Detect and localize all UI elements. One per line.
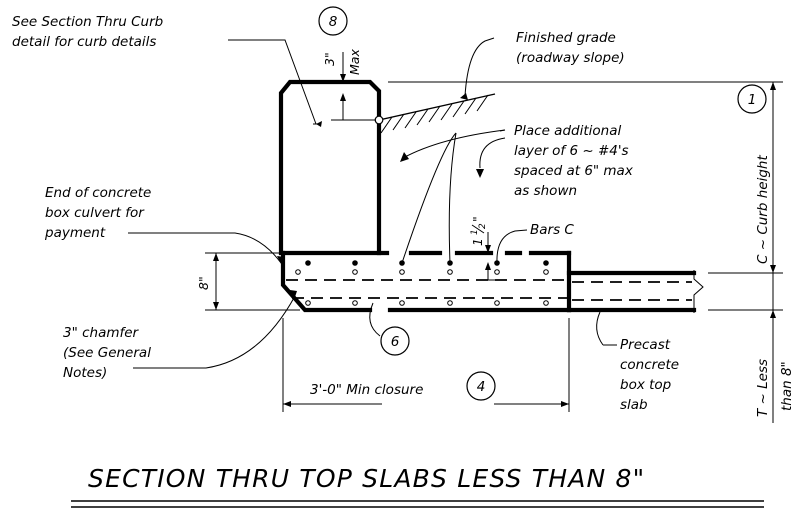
- note-chamfer: 3" chamfer (See General Notes): [63, 325, 151, 381]
- note-finished-grade-line2: (roadway slope): [516, 50, 625, 66]
- callout-8: 8: [318, 6, 348, 36]
- note-precast-line3: box top: [620, 377, 671, 393]
- drawing-title: SECTION THRU TOP SLABS LESS THAN 8": [88, 464, 645, 493]
- note-additional-layer-line3: spaced at 6" max: [514, 163, 634, 179]
- dim-t-less-line1: T ~ Less: [755, 359, 771, 417]
- dim-3in-label: Max: [347, 49, 362, 75]
- curb-outline: [278, 79, 382, 256]
- note-end-of-culvert-line1: End of concrete: [45, 185, 151, 201]
- note-end-of-culvert: End of concrete box culvert for payment: [44, 185, 151, 241]
- dim-1half: [478, 232, 498, 281]
- dim-1half-whole: 1: [470, 238, 485, 246]
- note-precast-line4: slab: [620, 397, 648, 413]
- note-precast-line1: Precast: [620, 337, 671, 353]
- note-precast-line2: concrete: [620, 357, 679, 373]
- note-finished-grade-line1: Finished grade: [516, 30, 616, 46]
- note-chamfer-line1: 3" chamfer: [63, 325, 140, 341]
- callout-4-label: 4: [477, 379, 486, 395]
- dim-8in: [205, 252, 300, 311]
- dashed-reinforcement-lines: [286, 279, 692, 301]
- dim-1half-den: 2: [478, 223, 488, 229]
- callout-4: 4: [466, 371, 496, 401]
- rebar-dots: [305, 260, 549, 266]
- note-end-of-culvert-line2: box culvert for: [45, 205, 145, 221]
- note-precast: Precast concrete box top slab: [620, 337, 679, 413]
- note-curb-detail-line1: See Section Thru Curb: [12, 14, 163, 30]
- cast-slab-outline: [280, 250, 572, 313]
- note-curb-detail-line2: detail for curb details: [12, 34, 156, 50]
- dim-1half-inch: ": [470, 216, 485, 222]
- dim-t-less-line2: than 8": [779, 361, 795, 411]
- note-additional-layer-line1: Place additional: [514, 123, 621, 139]
- note-curb-detail: See Section Thru Curb detail for curb de…: [12, 14, 163, 50]
- note-additional-layer-line2: layer of 6 ~ #4's: [514, 143, 629, 159]
- dim-t-less: [708, 273, 783, 423]
- leader-lines: [128, 37, 617, 369]
- note-bars-c: Bars C: [530, 222, 574, 238]
- dim-3in-value: 3": [322, 52, 337, 66]
- note-chamfer-line2: (See General: [63, 345, 151, 361]
- dim-min-closure: [282, 318, 570, 412]
- note-additional-layer-line4: as shown: [514, 183, 577, 199]
- leader-arrowheads: [277, 93, 484, 300]
- dim-curb-height-value: C ~ Curb height: [755, 155, 771, 264]
- note-end-of-culvert-line3: payment: [44, 225, 106, 241]
- precast-slab-outline: [566, 270, 704, 313]
- dim-3in-max: [331, 52, 376, 121]
- callout-6: 6: [380, 326, 410, 356]
- rebar-open-circles: [295, 269, 549, 306]
- dim-1half-label: 1 1 2 ": [470, 216, 488, 246]
- callout-1: 1: [737, 84, 767, 114]
- finished-grade-hatch: [374, 93, 496, 134]
- note-finished-grade: Finished grade (roadway slope): [516, 30, 625, 66]
- note-chamfer-line3: Notes): [63, 365, 107, 381]
- callout-8-label: 8: [329, 14, 338, 30]
- dim-8in-value: 8": [196, 276, 211, 290]
- note-additional-layer: Place additional layer of 6 ~ #4's space…: [514, 123, 634, 199]
- callout-6-label: 6: [391, 334, 400, 350]
- dim-min-closure-value: 3'-0" Min closure: [310, 382, 423, 398]
- dim-1half-num: 1: [470, 229, 480, 235]
- dim-curb-height: [388, 81, 783, 274]
- callout-1-label: 1: [748, 92, 757, 108]
